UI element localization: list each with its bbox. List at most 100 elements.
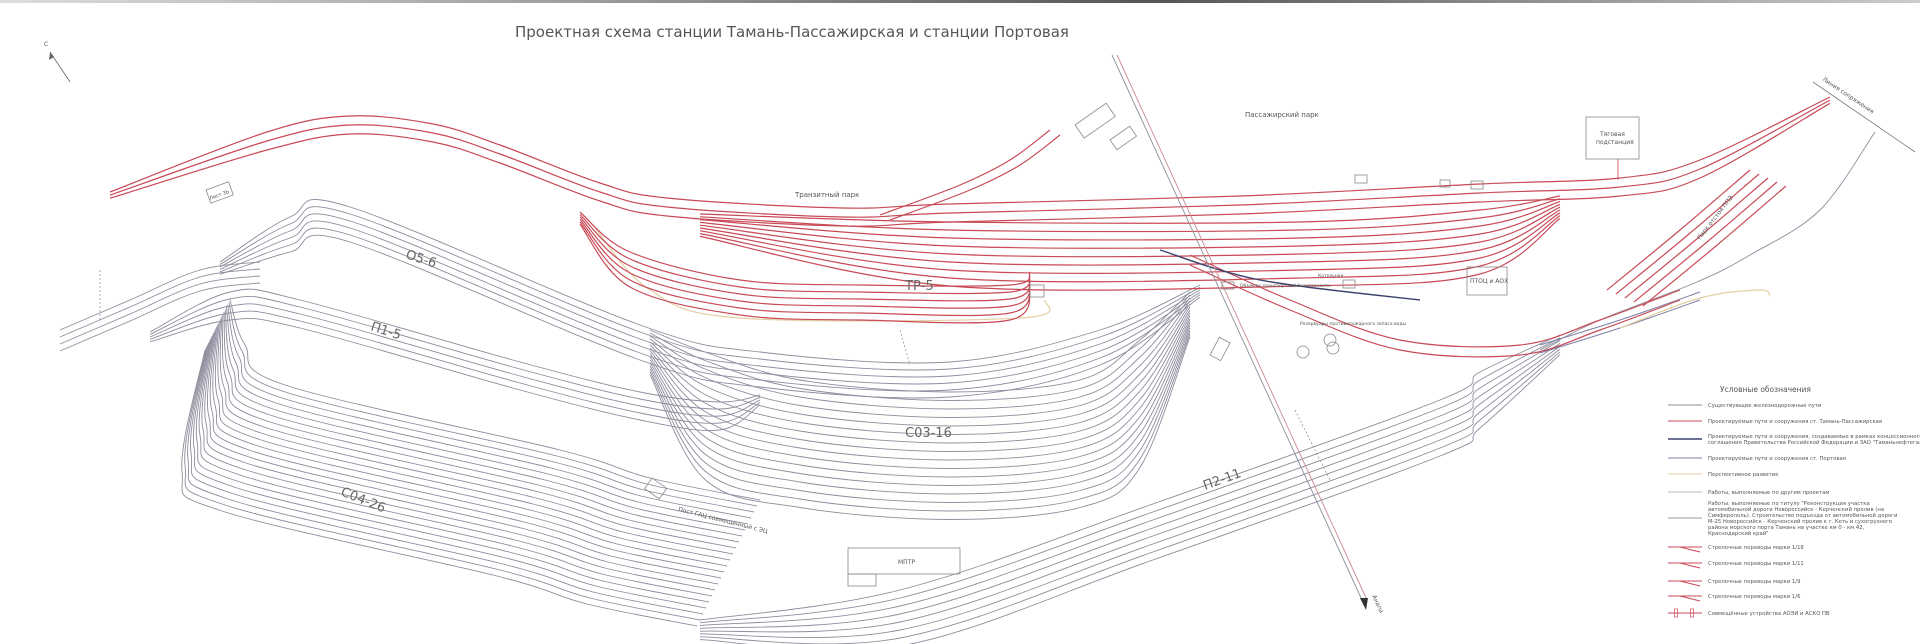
park-c04-26-track [190, 343, 707, 609]
post-gac-label: Пост ГАЦ совмещенный с ЭЦ [678, 506, 769, 535]
building-police [1439, 179, 1451, 188]
park-p2-11-track [699, 337, 1561, 624]
park-c04-26-track [206, 328, 725, 573]
sheet-top-border [0, 0, 1920, 3]
legend-item-switch: Стрелочные переводы марки 1/6 [1668, 594, 1801, 602]
park-label-p2-11: П2-11 [1201, 466, 1243, 494]
tr-5-future-outline [594, 227, 1051, 322]
legend-text: Стрелочные переводы марки 1/9 [1708, 579, 1800, 585]
park-c04-26-track [224, 309, 749, 525]
station-tracks-track [699, 201, 1561, 241]
depot-branch [879, 129, 1061, 221]
park-c04-26-track [201, 333, 719, 585]
legend-item-switch: Стрелочные переводы марки 1/11 [1668, 561, 1804, 569]
legend-text: Перспективное развитие [1708, 472, 1779, 478]
building-station [1354, 174, 1368, 184]
switch-icon [1679, 595, 1701, 602]
link-line-stroke [1812, 81, 1916, 153]
link-line: Линия сопряжения [1812, 76, 1916, 153]
legend-text: Стрелочные переводы марки 1/18 [1708, 545, 1804, 551]
park-c03-16-track [649, 327, 1191, 495]
park-label-transit: Транзитный парк [794, 191, 859, 199]
park-c04-26-track [181, 350, 698, 627]
legend-item-device: Совмещённые устройства АОЭИ и АСКО ПВ [1668, 608, 1830, 618]
legend-text: соглашения Правительства Российской Феде… [1708, 439, 1920, 446]
storage-park-track [1606, 169, 1751, 291]
boiler-label: Котельная [1318, 273, 1344, 279]
storage-park-track [1615, 173, 1760, 295]
park-o5-6-track [219, 234, 1201, 399]
park-c04-26-track [195, 338, 713, 597]
park-c03-16-track [649, 312, 1191, 452]
park-p2-11 [699, 334, 1561, 644]
park-c04-26-track [209, 326, 728, 567]
park-c03-16-track [649, 291, 1191, 393]
passenger-loop-track [1189, 264, 1681, 358]
north-label: С [44, 41, 48, 48]
park-c04-26-track [228, 302, 758, 507]
legend-text: Стрелочные переводы марки 1/11 [1708, 561, 1804, 567]
legend-item-switch: Стрелочные переводы марки 1/18 [1668, 545, 1804, 553]
traction-label-2: подстанция [1596, 139, 1634, 146]
legend-item-future: Перспективное развитие [1668, 472, 1779, 478]
concession-line [1159, 249, 1421, 301]
security-label: Объекты транспортной безопасности [1240, 282, 1330, 289]
park-tr-5-track [579, 214, 1031, 295]
legend-text: Симферополь). Строительство подъезда от … [1708, 512, 1897, 519]
park-p2-11-track [699, 348, 1561, 639]
device-icon [1690, 608, 1694, 618]
station-tracks [699, 195, 1561, 291]
tracks-layer [59, 96, 1876, 644]
park-c03-16-track [649, 324, 1191, 486]
park-c03-16 [649, 291, 1191, 520]
building-dvor [1209, 336, 1231, 362]
building-depot [1074, 102, 1116, 139]
park-c03-16-track [649, 321, 1191, 478]
security-box [1221, 281, 1235, 290]
park-c04-26-track [229, 299, 761, 501]
park-c04-26-track [219, 316, 740, 543]
scheme-title: Проектная схема станции Тамань-Пассажирс… [515, 23, 1069, 41]
portovaya-main-track [1539, 291, 1701, 346]
storage-park-track [1642, 185, 1787, 307]
legend-text: М-25 Новороссийск - Керченский пролив к … [1708, 518, 1892, 525]
reservoirs-label: Резервуары противопожарного запаса воды [1300, 321, 1407, 327]
legend-title: Условные обозначения [1720, 385, 1811, 394]
park-c03-16-track [649, 297, 1191, 410]
park-label-c03-16: С03-16 [905, 426, 952, 441]
main-line-track [109, 102, 1831, 227]
park-label-p1-5: П1-5 [369, 320, 403, 344]
passenger-loop-track [1189, 254, 1681, 348]
park-c04-26-track [192, 340, 710, 603]
tr-5-future-outline-track [594, 227, 1051, 322]
park-p1-5-track [149, 295, 761, 410]
traction-label-1: Тяговая [1599, 131, 1625, 138]
park-c03-16-track [649, 309, 1191, 444]
station-tracks-track [699, 198, 1561, 233]
direction-anapa: Анапа [1370, 594, 1385, 615]
legend-text: Краснодарский край" [1708, 530, 1769, 537]
sheet-ref-box [205, 181, 234, 204]
park-c03-16-track [649, 336, 1191, 520]
legend-item-taman: Проектируемые пути и сооружения ст. Тама… [1668, 419, 1882, 425]
reservoirs: Резервуары противопожарного запаса воды [1296, 321, 1407, 359]
depot-branch-track [889, 134, 1061, 221]
park-c03-16-track [649, 330, 1191, 503]
legend-text: Совмещённые устройства АОЭИ и АСКО ПВ [1708, 610, 1830, 617]
boiler-house: Котельная [1318, 273, 1356, 289]
main-line-track [109, 96, 1831, 209]
park-c04-26-track [204, 331, 722, 579]
park-c03-16-track [649, 294, 1191, 401]
building-info [1470, 180, 1484, 190]
legend-text: автомобильной дороги Новороссийск - Керч… [1708, 506, 1884, 513]
mptr-label: МПТР [898, 559, 915, 566]
park-c03-16-track [649, 333, 1191, 512]
left-approach-track [59, 275, 261, 345]
anapa-arrow-icon [1360, 598, 1368, 610]
park-label-passenger: Пассажирский парк [1245, 111, 1319, 119]
park-c03-16-track [649, 306, 1191, 435]
park-p1-5-track [149, 303, 761, 417]
legend-text: Проектируемые пути и сооружения ст. Тама… [1708, 419, 1882, 425]
park-tr-5-track [579, 216, 1031, 302]
